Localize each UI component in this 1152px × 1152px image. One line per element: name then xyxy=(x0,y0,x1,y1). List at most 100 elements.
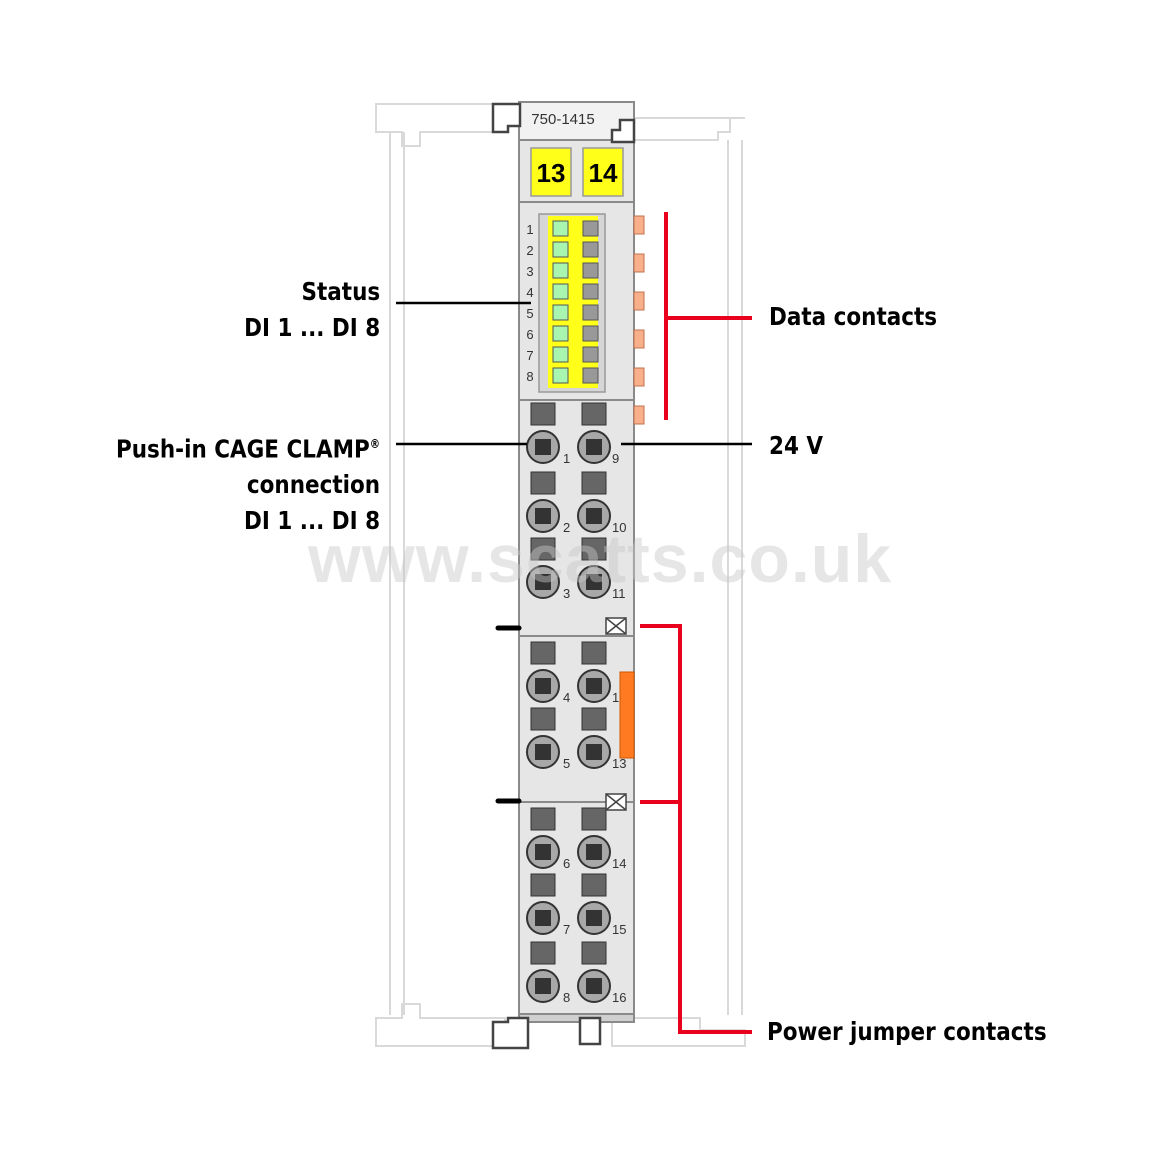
power-jumper-contacts xyxy=(605,617,627,811)
pushin-label-line2: connection xyxy=(246,470,380,500)
release-button[interactable] xyxy=(530,707,556,731)
led-number: 1 xyxy=(526,222,533,237)
terminal-clamp xyxy=(586,439,602,455)
led-number: 3 xyxy=(526,264,533,279)
data-contact xyxy=(633,291,645,311)
terminal-number: 5 xyxy=(563,756,570,771)
terminal-clamp xyxy=(586,678,602,694)
terminal-number: 8 xyxy=(563,990,570,1005)
release-button[interactable] xyxy=(530,941,556,965)
data-contact xyxy=(633,367,645,387)
status-label: Status DI 1 ... DI 8 xyxy=(244,274,380,346)
status-led-4 xyxy=(552,283,569,300)
data-contacts xyxy=(633,215,645,425)
pushin-label-line1: Push-in CAGE CLAMP® xyxy=(115,434,380,464)
status-led-7 xyxy=(552,346,569,363)
terminal-clamp xyxy=(535,844,551,860)
release-button[interactable] xyxy=(581,471,607,495)
release-button[interactable] xyxy=(530,402,556,426)
status-led-5 xyxy=(552,304,569,321)
release-button[interactable] xyxy=(530,641,556,665)
terminal-clamp xyxy=(535,508,551,524)
release-button[interactable] xyxy=(581,537,607,561)
status-led-6 xyxy=(552,325,569,342)
terminal-clamp xyxy=(586,910,602,926)
led-number: 5 xyxy=(526,306,533,321)
release-button[interactable] xyxy=(581,641,607,665)
watermark: www.scatts.co.uk xyxy=(308,521,893,597)
terminal-number: 16 xyxy=(612,990,626,1005)
led-number: 2 xyxy=(526,243,533,258)
data-contacts-label: Data contacts xyxy=(769,302,938,331)
marker-label-14: 14 xyxy=(589,158,618,188)
terminal-clamp xyxy=(586,978,602,994)
status-led-2 xyxy=(552,241,569,258)
release-button[interactable] xyxy=(581,941,607,965)
housing-side-marks xyxy=(495,625,522,804)
status-led-spare-2 xyxy=(582,241,599,258)
led-number: 4 xyxy=(526,285,533,300)
terminal-number: 6 xyxy=(563,856,570,871)
terminal-clamp xyxy=(535,678,551,694)
terminal-clamp xyxy=(535,574,551,590)
registered-mark: ® xyxy=(369,437,380,451)
data-contact xyxy=(633,329,645,349)
status-led-spare-5 xyxy=(582,304,599,321)
release-button[interactable] xyxy=(530,807,556,831)
locking-latches xyxy=(491,102,636,1050)
neighbor-module-outlines xyxy=(375,103,746,1047)
release-button[interactable] xyxy=(530,873,556,897)
terminal-clamp xyxy=(586,574,602,590)
release-button[interactable] xyxy=(530,537,556,561)
terminal-clamp xyxy=(535,910,551,926)
release-button[interactable] xyxy=(581,807,607,831)
terminal-clamp xyxy=(535,978,551,994)
marker-label-13: 13 xyxy=(537,158,566,188)
status-label-line2: DI 1 ... DI 8 xyxy=(243,313,380,342)
status-led-spare-7 xyxy=(582,346,599,363)
terminal-number: 14 xyxy=(612,856,626,871)
terminal-clamp xyxy=(535,744,551,760)
power-jumper-label: Power jumper contacts xyxy=(767,1017,1047,1046)
terminal-number: 13 xyxy=(612,756,626,771)
status-led-spare-3 xyxy=(582,262,599,279)
status-led-spare-1 xyxy=(582,220,599,237)
power-contact-orange xyxy=(619,671,635,759)
release-button[interactable] xyxy=(581,707,607,731)
release-button[interactable] xyxy=(581,873,607,897)
terminal-number: 15 xyxy=(612,922,626,937)
status-led-3 xyxy=(552,262,569,279)
data-contact xyxy=(633,253,645,273)
terminal-number: 7 xyxy=(563,922,570,937)
terminal-clamp xyxy=(586,744,602,760)
terminal-clamp xyxy=(586,508,602,524)
marker-card-13 xyxy=(530,147,572,197)
terminal-number: 10 xyxy=(612,520,626,535)
terminal-clamp xyxy=(586,844,602,860)
terminal-clamp xyxy=(535,439,551,455)
led-number: 6 xyxy=(526,327,533,342)
terminal-number: 3 xyxy=(563,586,570,601)
terminal-number: 9 xyxy=(612,451,619,466)
data-contact xyxy=(633,215,645,235)
marker-cards: 13 14 xyxy=(530,147,624,197)
voltage-label: 24 V xyxy=(769,431,824,460)
status-label-line1: Status xyxy=(301,277,380,306)
led-number: 7 xyxy=(526,348,533,363)
model-number: 750-1415 xyxy=(531,111,594,128)
terminal-number: 1 xyxy=(563,451,570,466)
status-led-spare-4 xyxy=(582,283,599,300)
terminal-number: 2 xyxy=(563,520,570,535)
pushin-label-line3: DI 1 ... DI 8 xyxy=(243,506,380,536)
status-led-8 xyxy=(552,367,569,384)
release-button[interactable] xyxy=(581,402,607,426)
status-led-spare-8 xyxy=(582,367,599,384)
callout-lines xyxy=(396,212,752,1034)
power-jumper-bracket xyxy=(640,624,752,1034)
release-button[interactable] xyxy=(530,471,556,495)
data-contact xyxy=(633,405,645,425)
pushin-label: Push-in CAGE CLAMP® connection DI 1 ... … xyxy=(116,426,380,539)
status-led-spare-6 xyxy=(582,325,599,342)
